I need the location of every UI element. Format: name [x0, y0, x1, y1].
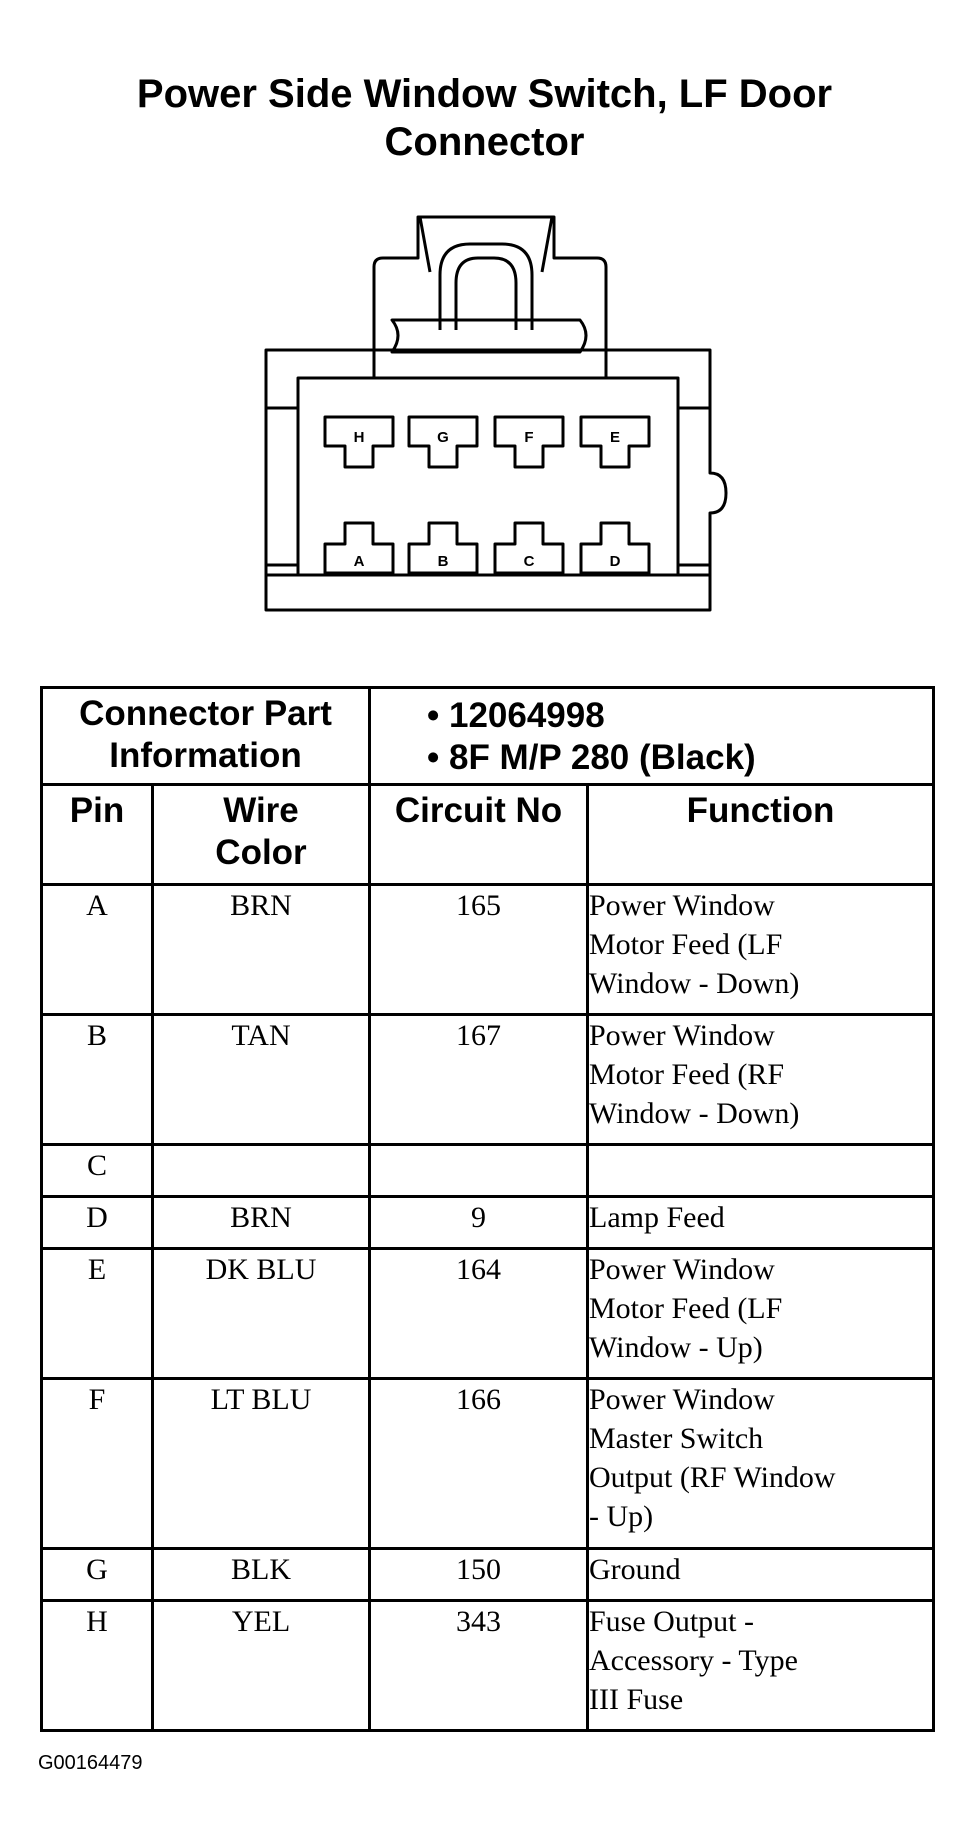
col-header-pin: Pin	[40, 783, 154, 886]
cell-pin: H	[40, 1599, 154, 1732]
cell-function: Lamp Feed	[585, 1195, 936, 1250]
pin-cavity-a: A	[323, 521, 395, 575]
cell-wire-color: BLK	[151, 1547, 371, 1602]
table-row: C	[40, 1143, 936, 1198]
cell-wire-color: TAN	[151, 1013, 371, 1146]
col-header-wire-color: Wire Color	[151, 783, 371, 886]
cell-pin: D	[40, 1195, 154, 1250]
cell-pin: B	[40, 1013, 154, 1146]
side-ear-left	[266, 406, 300, 577]
function-line: Motor Feed (LF	[589, 928, 783, 961]
cell-wire-color: BRN	[151, 883, 371, 1016]
cell-wire-color: DK BLU	[151, 1247, 371, 1380]
pin-cavity-h: H	[323, 415, 395, 469]
function-line: Power Window	[589, 1253, 775, 1286]
title-line-1: Power Side Window Switch, LF Door	[136, 72, 833, 116]
function-line: Accessory - Type	[589, 1644, 798, 1677]
cell-circuit-no: 343	[368, 1599, 589, 1732]
connector-info-values: 12064998 8F M/P 280 (Black)	[367, 686, 936, 786]
svg-text:A: A	[354, 553, 365, 570]
function-line: Master Switch	[589, 1422, 764, 1455]
column-header-row: Pin Wire Color Circuit No Function	[40, 783, 936, 886]
cell-circuit-no: 166	[368, 1377, 589, 1550]
connector-pinout-table: Connector Part Information 12064998 8F M…	[40, 686, 936, 1732]
cell-wire-color: YEL	[151, 1599, 371, 1732]
cell-circuit-no: 164	[368, 1247, 589, 1380]
cell-pin: F	[40, 1377, 154, 1550]
side-ear-right	[678, 406, 712, 577]
function-line: Fuse Output -	[589, 1605, 754, 1638]
svg-text:B: B	[438, 553, 449, 570]
pin-cavity-g: G	[407, 415, 479, 469]
connector-type: 8F M/P 280 (Black)	[427, 737, 932, 779]
function-line: Ground	[589, 1553, 681, 1586]
cell-wire-color: BRN	[151, 1195, 371, 1250]
connector-latch	[372, 215, 608, 380]
svg-text:C: C	[524, 553, 535, 570]
function-line: Output (RF Window	[589, 1461, 836, 1494]
diagram-title: Power Side Window Switch, LF Door Connec…	[0, 70, 969, 166]
connector-info-label: Connector Part Information	[40, 686, 371, 786]
part-number: 12064998	[427, 695, 932, 737]
cell-circuit-no: 9	[368, 1195, 589, 1250]
title-line-2: Connector	[384, 120, 585, 164]
cell-circuit-no: 165	[368, 883, 589, 1016]
cell-function	[585, 1143, 936, 1198]
connector-face-diagram: H G F E A B C D	[264, 215, 728, 612]
function-line: Window - Up)	[589, 1331, 763, 1364]
function-line: Power Window	[589, 1019, 775, 1052]
function-line: Window - Down)	[589, 967, 800, 1000]
cell-pin: A	[40, 883, 154, 1016]
cell-pin: C	[40, 1143, 154, 1198]
cell-function: Ground	[585, 1547, 936, 1602]
function-line: Motor Feed (LF	[589, 1292, 783, 1325]
figure-id: G00164479	[38, 1752, 143, 1774]
function-line: Lamp Feed	[589, 1201, 725, 1234]
latch-tab	[438, 242, 534, 330]
connector-body	[264, 348, 728, 612]
cell-circuit-no: 167	[368, 1013, 589, 1146]
cell-circuit-no	[368, 1143, 589, 1198]
col-header-function: Function	[585, 783, 936, 886]
function-line: Window - Down)	[589, 1097, 800, 1130]
function-line: Motor Feed (RF	[589, 1058, 784, 1091]
pin-cavity-d: D	[579, 521, 651, 575]
svg-text:G: G	[437, 429, 449, 446]
pin-cavity-b: B	[407, 521, 479, 575]
function-line: Power Window	[589, 889, 775, 922]
col-header-circuit-no: Circuit No	[368, 783, 589, 886]
svg-text:D: D	[610, 553, 621, 570]
svg-text:E: E	[610, 429, 620, 446]
function-line: III Fuse	[589, 1683, 684, 1716]
cell-pin: G	[40, 1547, 154, 1602]
function-line: Power Window	[589, 1383, 775, 1416]
svg-text:F: F	[524, 429, 533, 446]
function-line: - Up)	[589, 1500, 654, 1533]
cell-wire-color: LT BLU	[151, 1377, 371, 1550]
pin-cavity-e: E	[579, 415, 651, 469]
cell-pin: E	[40, 1247, 154, 1380]
cell-wire-color	[151, 1143, 371, 1198]
connector-info-row: Connector Part Information 12064998 8F M…	[40, 686, 936, 786]
pin-cavity-f: F	[493, 415, 565, 469]
cell-circuit-no: 150	[368, 1547, 589, 1602]
svg-text:H: H	[354, 429, 365, 446]
pin-cavity-c: C	[493, 521, 565, 575]
